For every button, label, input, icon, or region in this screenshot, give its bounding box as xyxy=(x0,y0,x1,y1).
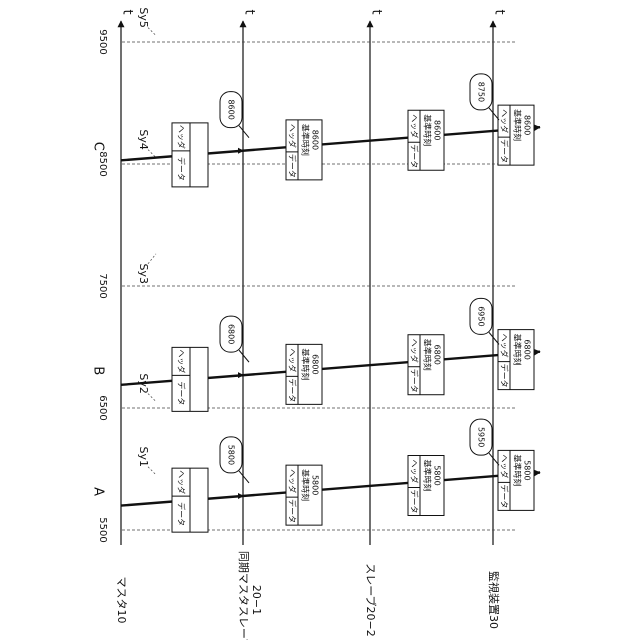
time-axis-label-monitor: t xyxy=(492,9,507,14)
transmission-C-frame-monitor-ref-text: 基準時刻 xyxy=(513,109,523,141)
transmission-B-frame-slave-data-text: データ xyxy=(288,378,298,402)
transmission-C-frame-monitor-in-header-text: ヘッダ xyxy=(410,114,420,138)
time-axis-label-master: t xyxy=(120,9,135,14)
sync-mark-Sy5: Sy5 xyxy=(137,7,150,28)
transmission-A-label: A xyxy=(91,487,106,496)
transmission-A-frame-master: ヘッダデータ xyxy=(172,468,208,532)
labels: マスタ10 同期マスタスレーブ20−1 スレーブ20−2 監視装置30 5500 6500… xyxy=(91,7,502,640)
entity-label-slave: スレーブ20−2 xyxy=(364,563,378,637)
transmission-C-frame-monitor-in-value: 8600 xyxy=(433,120,442,140)
sync-lines xyxy=(122,28,516,530)
transmission-A-frame-monitor-in-ref-text: 基準時刻 xyxy=(423,460,433,492)
transmission-B-frame-master-data-text: データ xyxy=(177,381,187,405)
time-tick-7500: 7500 xyxy=(97,273,108,298)
sync-leader-Sy3 xyxy=(148,254,156,264)
transmission-C-sync-tag-text: 8600 xyxy=(227,99,236,119)
time-tick-8500: 8500 xyxy=(97,151,108,176)
transmission-B-frame-monitor-data-text: データ xyxy=(500,364,510,388)
transmission-B-frame-monitor-ref-text: 基準時刻 xyxy=(513,334,523,366)
sync-leader-Sy5 xyxy=(148,28,156,36)
transmission-A-monitor-tag-text: 5950 xyxy=(477,427,486,447)
transmission-B-frame-slave-header-text: ヘッダ xyxy=(288,348,298,372)
entity-label-master: マスタ10 xyxy=(115,577,128,624)
transmission-C-frame-monitor-data-text: データ xyxy=(500,139,510,163)
transmission-C-monitor-tag-text: 8750 xyxy=(477,82,486,102)
transmission-C-frame-monitor: ヘッダデータ基準時刻8600 xyxy=(498,105,534,165)
sync-mark-Sy3: Sy3 xyxy=(137,264,150,285)
transmission-A-frame-monitor-header-text: ヘッダ xyxy=(500,454,510,478)
transmission-A-frame-master-header-text: ヘッダ xyxy=(177,470,187,494)
transmission-A-frame-slave: ヘッダデータ基準時刻5800 xyxy=(286,465,322,525)
transmission-C-frame-master-data-text: データ xyxy=(177,157,187,181)
time-tick-9500: 9500 xyxy=(97,29,108,54)
transmission-C-frame-slave-header-text: ヘッダ xyxy=(288,124,298,148)
transmission-B-frame-monitor-in-value: 6800 xyxy=(433,345,442,365)
sync-leader-Sy2 xyxy=(148,394,156,402)
transmission-C-sync-tag-pointer xyxy=(239,126,249,138)
transmission-A-frame-slave-value: 5800 xyxy=(311,475,320,495)
entity-label-monitor: 監視装置30 xyxy=(487,571,501,629)
transmission-C-frame-monitor-header-text: ヘッダ xyxy=(500,109,510,133)
transmission-C-frame-monitor-in-data-text: データ xyxy=(410,144,420,168)
transmission-B-frame-slave: ヘッダデータ基準時刻6800 xyxy=(286,344,322,404)
transmission-A-frame-monitor-data-text: データ xyxy=(500,484,510,508)
sync-mark-Sy1: Sy1 xyxy=(137,447,150,468)
transmission-B-sync-tag-pointer xyxy=(239,350,249,362)
sync-mark-Sy2: Sy2 xyxy=(137,373,150,394)
entity-label-sync: 同期マスタスレーブ xyxy=(237,551,251,640)
transmission-B-label: B xyxy=(91,366,106,375)
transmission-A-frame-monitor: ヘッダデータ基準時刻5800 xyxy=(498,450,534,510)
transmission-B-frame-master: ヘッダデータ xyxy=(172,347,208,411)
transmission-A-sync-tag-pointer xyxy=(239,471,249,483)
transmission-C-frame-monitor-value: 8600 xyxy=(523,115,532,135)
transmission-A-frame-master-data-text: データ xyxy=(177,502,187,526)
transmission-A-frame-monitor-value: 5800 xyxy=(523,460,532,480)
time-axis-label-slave: t xyxy=(369,9,384,14)
transmission-A-sync-tag: 5800 xyxy=(220,437,249,483)
transmission-C-frame-slave-ref-text: 基準時刻 xyxy=(301,124,311,156)
transmission-B-frame-slave-value: 6800 xyxy=(311,354,320,374)
transmission-B-frame-monitor-in-data-text: データ xyxy=(410,369,420,393)
time-tick-6500: 6500 xyxy=(97,395,108,420)
transmission-A-frame-slave-ref-text: 基準時刻 xyxy=(301,469,311,501)
transmission-C-frame-monitor-in: ヘッダデータ基準時刻8600 xyxy=(408,110,444,170)
transmission-C-frame-master-header-text: ヘッダ xyxy=(177,125,187,149)
transmission-B-frame-monitor-value: 6800 xyxy=(523,339,532,359)
transmission-B-monitor-tag: 6950 xyxy=(470,298,499,344)
sync-mark-Sy4: Sy4 xyxy=(137,129,150,150)
time-tick-5500: 5500 xyxy=(97,517,108,542)
transmission-A-sync-tag-text: 5800 xyxy=(227,445,236,465)
transmission-C-frame-master: ヘッダデータ xyxy=(172,123,208,187)
transmission-B-frame-monitor-in-ref-text: 基準時刻 xyxy=(423,339,433,371)
time-axis-label-sync: t xyxy=(242,9,257,14)
transmission-B-frame-monitor-in-header-text: ヘッダ xyxy=(410,339,420,363)
transmission-C-frame-slave-data-text: データ xyxy=(288,154,298,178)
transmission-B-sync-tag-text: 6800 xyxy=(227,324,236,344)
transmission-A-frame-monitor-in-value: 5800 xyxy=(433,465,442,485)
transmission-C-frame-slave: ヘッダデータ基準時刻8600 xyxy=(286,120,322,180)
entity-label2-sync: 20−1 xyxy=(250,585,263,615)
transmission-B-frame-monitor-header-text: ヘッダ xyxy=(500,334,510,358)
transmission-C-monitor-tag: 8750 xyxy=(470,74,499,120)
transmission-B-frame-monitor: ヘッダデータ基準時刻6800 xyxy=(498,330,534,390)
sync-leader-Sy4 xyxy=(148,150,156,158)
transmission-C-sync-tag: 8600 xyxy=(220,92,249,138)
transmission-A-frame-monitor-in-header-text: ヘッダ xyxy=(410,460,420,484)
transmission-C-frame-monitor-in-ref-text: 基準時刻 xyxy=(423,114,433,146)
transmission-B-sync-tag: 6800 xyxy=(220,316,249,362)
transmission-A-frame-monitor-in-data-text: データ xyxy=(410,490,420,514)
transmission-A-frame-monitor-ref-text: 基準時刻 xyxy=(513,454,523,486)
transmission-B-monitor-tag-text: 6950 xyxy=(477,306,486,326)
transmission-A-frame-slave-data-text: データ xyxy=(288,499,298,523)
transmission-A-frame-slave-header-text: ヘッダ xyxy=(288,469,298,493)
transmission-A-frame-monitor-in: ヘッダデータ基準時刻5800 xyxy=(408,456,444,516)
transmission-C-frame-slave-value: 8600 xyxy=(311,130,320,150)
transmission-B-frame-monitor-in: ヘッダデータ基準時刻6800 xyxy=(408,335,444,395)
transmission-A-monitor-tag: 5950 xyxy=(470,419,499,465)
transmission-C-label: C xyxy=(91,142,106,151)
transmission-B-frame-master-header-text: ヘッダ xyxy=(177,349,187,373)
transmission-B-frame-slave-ref-text: 基準時刻 xyxy=(301,348,311,380)
sync-leader-Sy1 xyxy=(148,467,156,475)
